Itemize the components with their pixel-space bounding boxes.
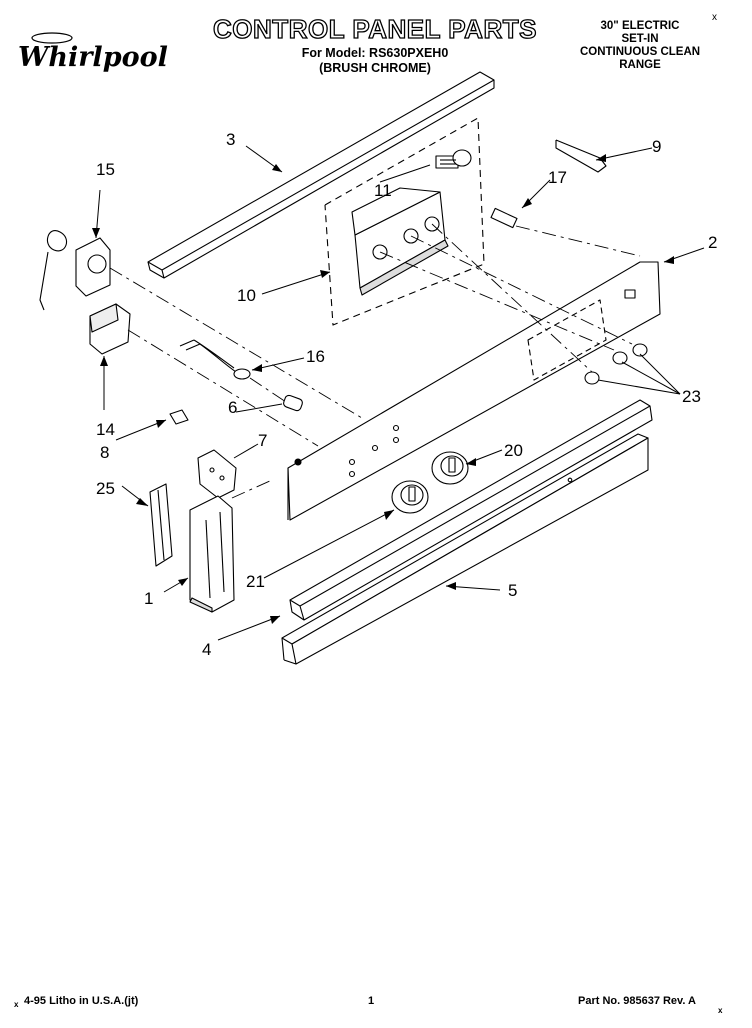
page-title: CONTROL PANEL PARTS [212, 13, 537, 44]
part-8-clip [169, 409, 189, 425]
alignment-lines [109, 223, 641, 499]
part-16-wire [179, 339, 251, 380]
part-17-connector [490, 207, 518, 229]
part-23-nuts [584, 343, 648, 385]
part-3-top-trim [147, 71, 495, 279]
callout-4: 4 [202, 640, 212, 659]
part-5-lower-trim [289, 399, 653, 621]
model-line: For Model: RS630PXEH0 [301, 46, 449, 60]
callout-23: 23 [682, 387, 701, 406]
part-25-side-bracket [149, 483, 173, 567]
callout-2: 2 [708, 233, 718, 252]
callout-7: 7 [258, 431, 268, 450]
part-20-knob [431, 451, 469, 485]
part-10-switch-housing [351, 187, 449, 296]
callout-10: 10 [237, 286, 256, 305]
range-type-line-2: SET-IN [621, 33, 659, 45]
leader-arrowheads [92, 154, 674, 624]
callout-8: 8 [100, 443, 110, 462]
range-type-line-1: 30" ELECTRIC [600, 20, 680, 32]
callout-9: 9 [652, 137, 662, 156]
part-21-knob [391, 480, 429, 514]
part-7-plate [197, 449, 237, 499]
callout-11: 11 [374, 181, 392, 200]
range-type-line-3: CONTINUOUS CLEAN [579, 46, 701, 58]
callout-21: 21 [246, 572, 265, 591]
callout-14: 15 [96, 160, 115, 179]
part-6-insert [283, 394, 303, 412]
callout-6: 6 [228, 398, 238, 417]
part-4-bottom-rail [281, 433, 649, 665]
part-15-switch [89, 303, 131, 355]
part-14-timer [39, 230, 111, 311]
range-type-line-4: RANGE [619, 59, 661, 71]
part-11-bracket [435, 149, 472, 169]
callout-5: 5 [508, 581, 518, 600]
corner-mark: x [712, 12, 717, 23]
callout-16: 16 [306, 347, 325, 366]
callout-17: 17 [548, 168, 567, 187]
callout-1: 1 [144, 589, 154, 608]
callout-25: 25 [96, 479, 115, 498]
finish-line: (BRUSH CHROME) [319, 61, 431, 75]
footer-litho: 4-95 Litho in U.S.A.(jt) [24, 995, 139, 1007]
footer-part-number: Part No. 985637 Rev. A [578, 995, 697, 1007]
footer-left-mark: x [14, 1000, 19, 1009]
callout-fifteen: 14 [96, 420, 115, 439]
part-9-bracket [555, 139, 607, 173]
callout-3: 3 [226, 130, 236, 149]
part-2-control-panel [287, 261, 661, 521]
part-1-end-cap [189, 495, 235, 613]
footer-page-number: 1 [368, 995, 375, 1007]
callout-20: 20 [504, 441, 523, 460]
footer-right-mark: x [718, 1006, 723, 1015]
